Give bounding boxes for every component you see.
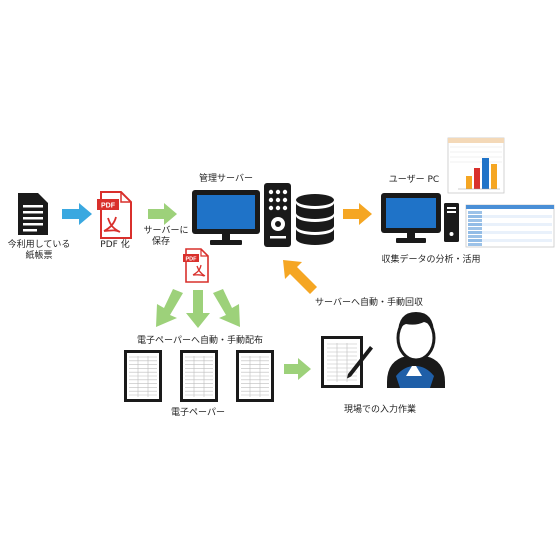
arrows-distribute [156, 289, 240, 328]
user-pc-label: ユーザー PC [389, 174, 439, 185]
pen-icon [347, 346, 373, 379]
clipboard-icon [321, 336, 363, 388]
pdf-badge-small: PDF [186, 257, 198, 263]
remote-icon [264, 183, 291, 247]
arrow-collect [283, 260, 317, 294]
pdf-badge: PDF [101, 203, 116, 210]
field-entry-label: 現場での入力作業 [344, 403, 416, 415]
management-server-label: 管理サーバー [199, 172, 253, 184]
save-to-server-label-1: サーバーに [144, 225, 189, 236]
distribute-label: 電子ペーパーへ自動・手動配布 [137, 334, 263, 346]
paper-form-label-1: 今利用している [8, 238, 71, 250]
analysis-label: 収集データの分析・活用 [381, 253, 480, 265]
spreadsheet-thumbnail [465, 204, 555, 248]
database-icon [296, 194, 334, 245]
user-monitor-icon [381, 193, 441, 243]
tower-pc-icon [444, 203, 459, 242]
epaper-device [236, 350, 274, 402]
save-to-server-label-2: 保存 [152, 235, 170, 247]
arrow-to-user-pc [343, 203, 372, 225]
monitor-icon [192, 190, 260, 245]
epaper-label: 電子ペーパー [171, 407, 225, 418]
auto-collect-label: サーバーへ自動・手動回収 [315, 296, 423, 308]
document-icon [18, 193, 48, 235]
epaper-device [124, 350, 162, 402]
arrow-to-pdf [62, 203, 92, 225]
pdf-icon-small: PDF [183, 248, 209, 283]
paper-form-label-2: 紙帳票 [25, 249, 52, 261]
pdf-icon: PDF [97, 191, 132, 239]
pdf-convert-label: PDF 化 [100, 238, 129, 250]
epaper-device [180, 350, 218, 402]
arrow-to-server [148, 203, 177, 225]
worker-icon [387, 312, 445, 388]
chart-thumbnail [447, 137, 505, 194]
arrow-to-field [284, 358, 311, 380]
